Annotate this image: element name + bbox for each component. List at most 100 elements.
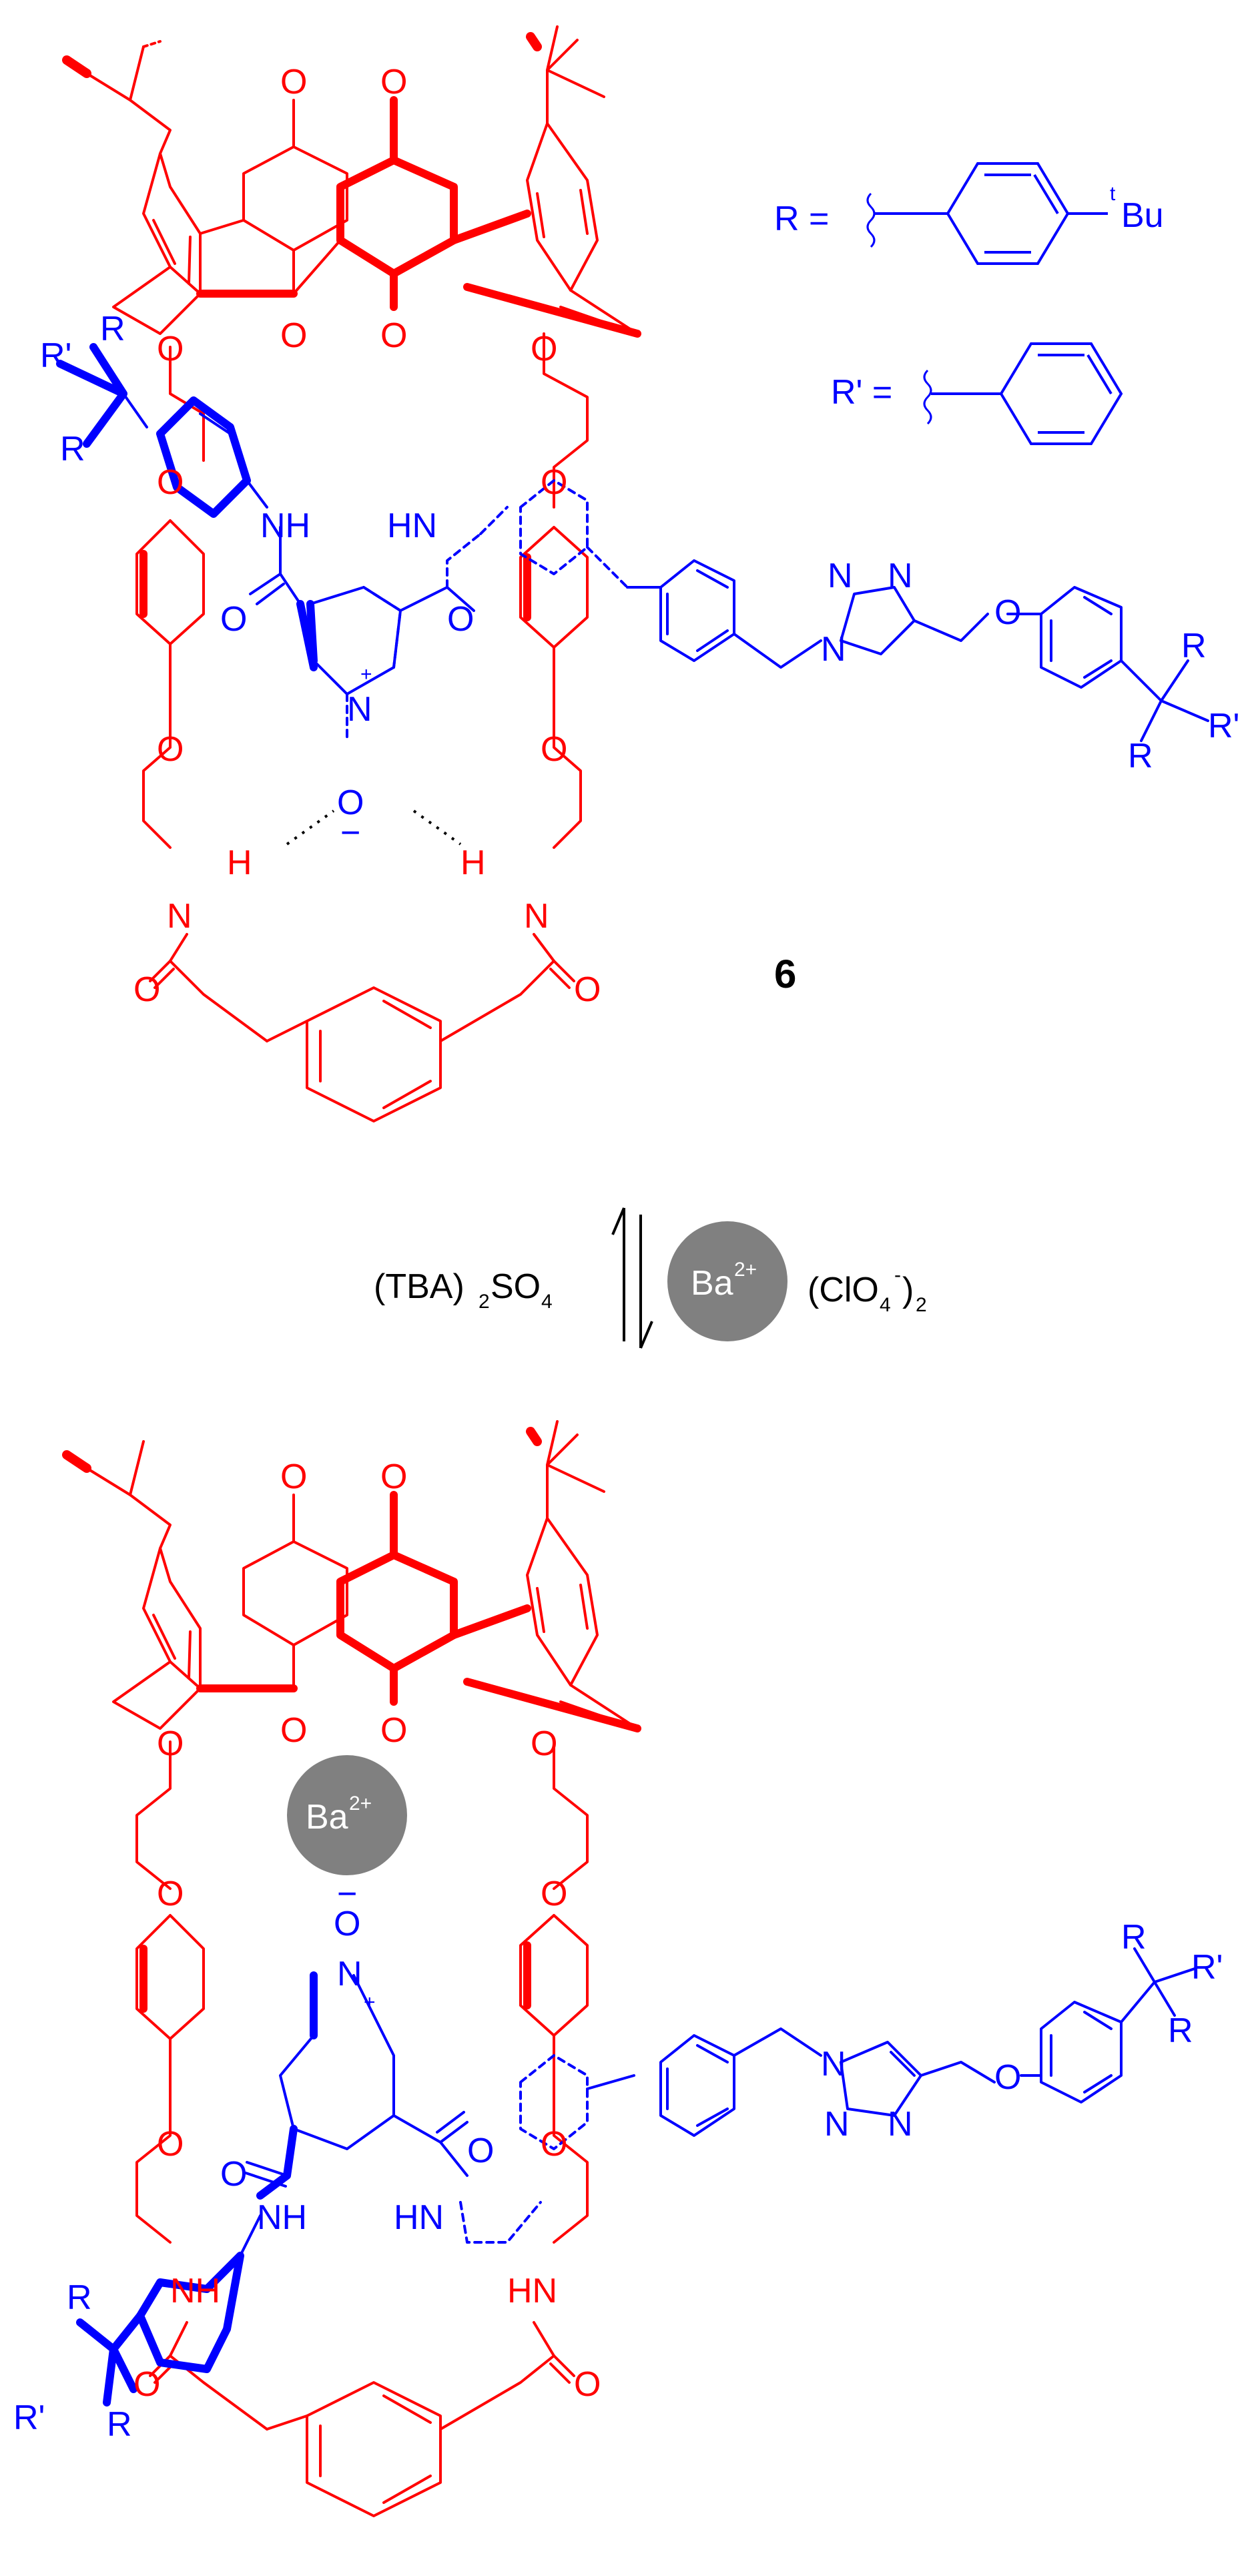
bottom-guest-hn: HN — [394, 2198, 444, 2237]
legend-tbu-t: t — [1110, 183, 1116, 205]
top-quinone-o2: O — [380, 63, 407, 101]
bottom-rprime-right: R' — [1191, 1948, 1223, 1987]
condition-right-sup: - — [894, 1264, 901, 1286]
bottom-noxide-plus: + — [364, 1991, 376, 2013]
legend-r-label: R = — [774, 200, 829, 238]
top-guest-o1: O — [220, 600, 247, 639]
bottom-noxide-minus: − — [337, 1875, 357, 1913]
top-triazole-n1: N — [821, 630, 846, 669]
top-r-right-2: R — [1128, 737, 1153, 775]
condition-right-sub: 4 — [880, 1294, 891, 1316]
bottom-noxide-n: N — [337, 1955, 362, 1993]
top-ether-o5: O — [157, 730, 184, 769]
top-quinone-o3: O — [280, 316, 307, 355]
bottom-r-right-1: R — [1121, 1918, 1147, 1957]
bottom-ba-ion-label: Ba — [306, 1798, 348, 1837]
substituent-legend: R = t Bu R' = — [774, 162, 1164, 445]
top-guest-axle — [56, 343, 1209, 742]
bottom-ether-o4: O — [541, 1875, 567, 1913]
top-noxide-plus: + — [360, 663, 372, 685]
reaction-conditions: (TBA) 2 SO 4 Ba 2+ (ClO 4 - ) 2 — [374, 1207, 927, 1349]
top-phenoxy-o: O — [994, 593, 1021, 632]
bottom-ba-ion-circle — [287, 1755, 407, 1875]
legend-rprime-ring — [999, 342, 1123, 445]
condition-left-rest: SO — [491, 1267, 541, 1306]
top-rprime-right: R' — [1208, 707, 1239, 745]
legend-r-ring — [946, 162, 1108, 265]
top-triazole-n2: N — [828, 557, 853, 595]
bottom-host-nh: NH — [170, 2272, 220, 2310]
ba-ion-label: Ba — [691, 1264, 733, 1303]
bottom-r-left-1: R — [67, 2278, 92, 2317]
top-ether-o2: O — [531, 330, 557, 368]
ba-ion-charge: 2+ — [734, 1259, 757, 1281]
top-quinone-o1: O — [280, 63, 307, 101]
bottom-ether-o5: O — [157, 2125, 184, 2164]
top-noxide-o: O — [337, 783, 364, 822]
bottom-host-hn: HN — [507, 2272, 557, 2310]
bottom-guest-nh: NH — [257, 2198, 307, 2237]
top-ether-o3: O — [157, 463, 184, 502]
bottom-ba-ion-charge: 2+ — [349, 1793, 372, 1815]
top-guest-hn: HN — [387, 507, 437, 545]
condition-right-main: (ClO — [808, 1271, 879, 1309]
condition-left-sub2: 4 — [541, 1291, 553, 1313]
ba-ion-circle — [667, 1221, 788, 1341]
legend-rprime-label: R' = — [831, 373, 892, 412]
top-guest-nh: NH — [260, 507, 310, 545]
bottom-quinone-o3: O — [280, 1711, 307, 1750]
bottom-ether-o6: O — [541, 2125, 567, 2164]
compound-number: 6 — [774, 952, 796, 996]
top-host-h2: H — [460, 844, 486, 882]
top-labels: O O O O O O O O O O N N H H O O R' R R N… — [40, 63, 1239, 1009]
bottom-quinone-o4: O — [380, 1711, 407, 1750]
top-r-left-2: R — [60, 430, 85, 468]
bottom-r-left-2: R — [107, 2405, 132, 2444]
top-noxide-minus: − — [340, 814, 360, 852]
condition-right-close: ) — [902, 1271, 914, 1309]
bottom-guest-o1: O — [220, 2155, 247, 2194]
bottom-amide-o1: O — [133, 2365, 160, 2404]
bottom-rotaxane: Ba 2+ — [13, 1420, 1223, 2517]
top-host-n1: N — [167, 897, 192, 936]
bottom-triazole-n1: N — [821, 2045, 846, 2083]
condition-right-sub2: 2 — [916, 1294, 927, 1316]
top-ether-o4: O — [541, 463, 567, 502]
bottom-ether-o1: O — [157, 1724, 184, 1763]
bottom-phenoxy-o: O — [994, 2058, 1021, 2097]
top-triazole-n3: N — [888, 557, 913, 595]
top-r-right-1: R — [1181, 627, 1207, 665]
top-hydrogen-bonds — [286, 810, 462, 846]
top-ether-o1: O — [157, 330, 184, 368]
top-host-macrocycle — [62, 25, 641, 1122]
bottom-quinone-o2: O — [380, 1458, 407, 1496]
top-noxide-n: N — [347, 690, 372, 729]
top-host-n2: N — [524, 897, 549, 936]
top-r-left-1: R — [100, 310, 125, 348]
top-host-h1: H — [227, 844, 252, 882]
top-guest-o2: O — [447, 600, 474, 639]
bottom-quinone-o1: O — [280, 1458, 307, 1496]
bottom-ether-o2: O — [531, 1724, 557, 1763]
bottom-guest-axle — [76, 1947, 1196, 2406]
top-rotaxane: O O O O O O O O O O N N H H O O R' R R N… — [40, 25, 1239, 1122]
bottom-amide-o2: O — [574, 2365, 601, 2404]
legend-tbu-bu: Bu — [1121, 196, 1164, 235]
bottom-triazole-n2: N — [824, 2105, 850, 2144]
top-amide-o1: O — [133, 970, 160, 1009]
top-ether-o6: O — [541, 730, 567, 769]
equilibrium-arrows — [611, 1207, 653, 1349]
bottom-r-right-2: R — [1168, 2011, 1193, 2050]
top-amide-o2: O — [574, 970, 601, 1009]
bottom-triazole-n3: N — [888, 2105, 913, 2144]
condition-left-main: (TBA) — [374, 1267, 464, 1306]
bottom-noxide-o: O — [334, 1905, 360, 1943]
bottom-labels: O O O O O O O O O O NH HN O O − O N + O … — [13, 1458, 1223, 2444]
bottom-ether-o3: O — [157, 1875, 184, 1913]
condition-left-sub: 2 — [479, 1291, 490, 1313]
bottom-rprime-left: R' — [13, 2398, 45, 2437]
top-rprime-left: R' — [40, 336, 71, 375]
bottom-guest-o2: O — [467, 2132, 494, 2170]
top-quinone-o4: O — [380, 316, 407, 355]
